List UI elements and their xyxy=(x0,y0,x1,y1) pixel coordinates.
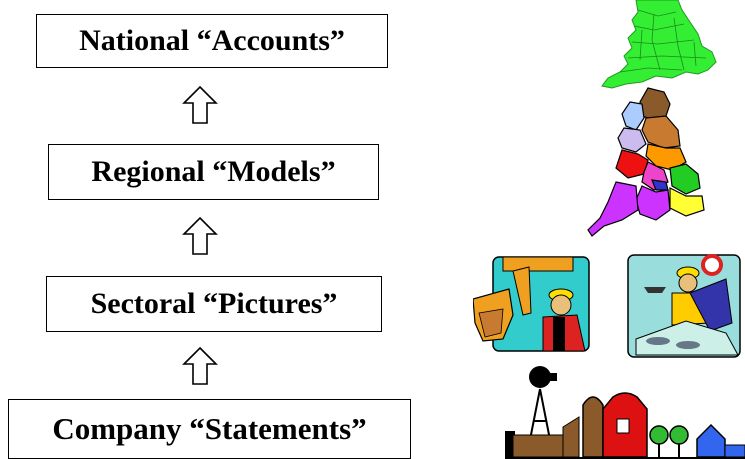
company-statements-label: Company “Statements” xyxy=(52,411,367,446)
sectoral-pictures-label: Sectoral “Pictures” xyxy=(90,287,338,320)
national-accounts-box: National “Accounts” xyxy=(36,14,388,68)
up-arrow-icon xyxy=(182,85,218,124)
regional-models-box: Regional “Models” xyxy=(48,144,379,200)
company-statements-box: Company “Statements” xyxy=(8,399,411,459)
england-regions-map-icon xyxy=(587,87,705,237)
regional-models-label: Regional “Models” xyxy=(91,155,336,188)
england-green-map-icon xyxy=(601,0,717,89)
up-arrow-icon xyxy=(182,216,218,255)
national-accounts-label: National “Accounts” xyxy=(79,24,345,57)
fisherman-icon xyxy=(627,254,741,358)
sectoral-pictures-box: Sectoral “Pictures” xyxy=(46,276,382,332)
construction-worker-icon xyxy=(473,256,590,352)
up-arrow-icon xyxy=(182,346,218,385)
farm-icon xyxy=(505,366,745,459)
